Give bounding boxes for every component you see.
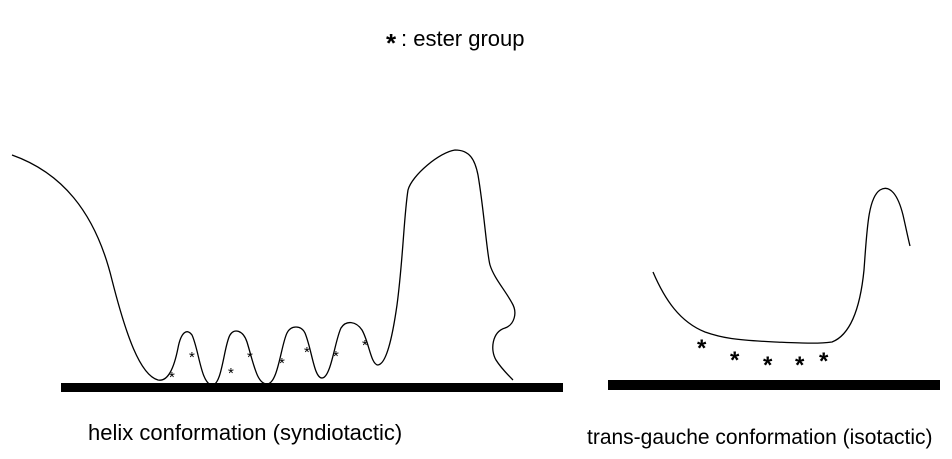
ester-marker: *	[362, 337, 368, 354]
ester-marker: *	[333, 348, 339, 365]
legend-text: : ester group	[401, 26, 525, 51]
ester-marker: *	[304, 344, 310, 361]
trans-gauche-polymer-chain	[652, 187, 911, 344]
trans-gauche-caption: trans-gauche conformation (isotactic)	[587, 426, 933, 449]
helix-surface	[61, 383, 563, 392]
ester-marker: *	[730, 347, 740, 374]
ester-marker: *	[169, 369, 175, 386]
ester-marker: *	[819, 348, 829, 375]
ester-marker: *	[247, 349, 253, 366]
ester-marker: *	[795, 352, 805, 379]
ester-marker: *	[279, 355, 285, 372]
helix-ester-markers: * * * * * * * *	[169, 337, 368, 386]
ester-marker: *	[189, 349, 195, 366]
trans-gauche-panel: * * * * * trans-gauche conformation (iso…	[587, 187, 940, 449]
legend: * : ester group	[386, 26, 525, 58]
helix-caption: helix conformation (syndiotactic)	[88, 420, 402, 445]
trans-gauche-ester-markers: * * * * *	[697, 335, 829, 379]
ester-marker: *	[763, 352, 773, 379]
trans-gauche-surface	[608, 380, 940, 390]
helix-polymer-chain	[11, 149, 516, 386]
ester-marker: *	[228, 365, 234, 382]
helix-panel: * * * * * * * * helix conformation (synd…	[11, 149, 563, 445]
legend-symbol: *	[386, 28, 397, 58]
ester-marker: *	[697, 335, 707, 362]
